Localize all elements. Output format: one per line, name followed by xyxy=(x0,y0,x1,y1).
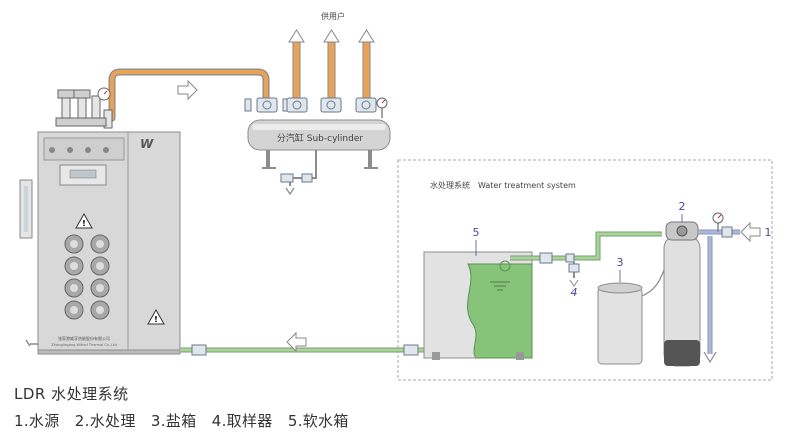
brand-logo: W xyxy=(140,137,154,151)
sub-cylinder: 分汽缸 Sub-cylinder xyxy=(247,119,391,169)
flow-arrow-right-icon xyxy=(177,79,198,101)
valve-icon xyxy=(320,97,342,113)
component-legend: 1.水源 2.水处理 3.盐箱 4.取样器 5.软水箱 xyxy=(14,412,349,430)
boiler-top-fittings xyxy=(55,87,113,129)
inlet-valves xyxy=(539,252,575,264)
valve-icon xyxy=(244,97,290,113)
soft-water-tank xyxy=(423,251,533,360)
warning-icon xyxy=(147,308,165,325)
flow-arrow-left-icon xyxy=(286,331,307,353)
svg-text:!: ! xyxy=(154,315,158,324)
user-supply-pipes xyxy=(288,29,375,113)
user-label: 供用户 xyxy=(321,11,345,21)
marker-4: 4 xyxy=(571,286,578,299)
water-treatment-system-box xyxy=(397,159,773,381)
inlet-gauge-icon xyxy=(712,212,724,232)
salt-tank xyxy=(597,269,665,365)
nameplate-line-2: Zhangjiagang Withof Thermal Co.,Ltd xyxy=(51,343,116,347)
svg-text:!: ! xyxy=(82,219,86,228)
steam-pipes xyxy=(108,68,270,122)
sampler xyxy=(568,262,580,287)
feed-valves xyxy=(191,344,419,356)
nameplate-line-1: 张家港威孚热能股份有限公司 xyxy=(58,335,110,341)
inlet-arrow-icon xyxy=(740,221,761,243)
feed-water-pipe xyxy=(180,256,437,353)
raw-water-pipe xyxy=(698,229,740,364)
soft-water-pipe xyxy=(510,231,662,261)
pressure-gauge-icon xyxy=(376,97,388,118)
sub-cylinder-label: 分汽缸 Sub-cylinder xyxy=(277,132,363,144)
valve-icon xyxy=(286,97,308,113)
user-pipe-2 xyxy=(323,29,340,113)
warning-icon xyxy=(75,212,93,229)
marker-3: 3 xyxy=(617,256,624,269)
water-system-label: 水处理系统 Water treatment system xyxy=(430,180,576,190)
diagram-title: LDR 水处理系统 xyxy=(14,385,129,403)
valve-icon xyxy=(355,97,377,113)
marker-2: 2 xyxy=(679,200,686,213)
marker-5: 5 xyxy=(473,226,480,239)
header-drain xyxy=(280,150,317,196)
header-valves xyxy=(244,97,377,113)
marker-1: 1 xyxy=(765,226,772,239)
softener-tank xyxy=(663,221,701,367)
boiler: ! ! W 张家港威孚热能股份有限公司 Zhangjiagang Withof … xyxy=(19,87,181,355)
